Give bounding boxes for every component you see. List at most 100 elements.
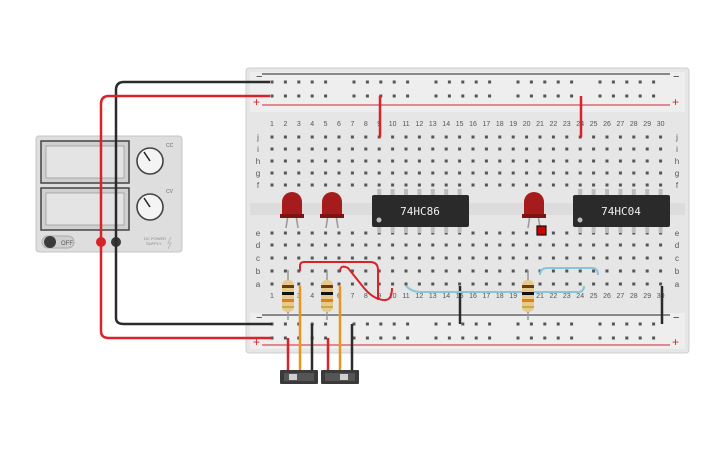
column-number: 23 [563, 293, 571, 300]
column-number: 30 [657, 121, 665, 128]
row-letter: j [675, 133, 678, 142]
column-number: 30 [657, 293, 665, 300]
column-number: 16 [469, 121, 477, 128]
lightning-icon [167, 236, 172, 250]
row-letter: d [675, 241, 679, 250]
wire-red-top-rail[interactable] [99, 94, 270, 242]
column-number: 22 [550, 293, 558, 300]
brand-line1: DC POWER [144, 236, 166, 241]
power-supply[interactable]: CC CV OFF DC POWER SUPPLY [35, 135, 183, 253]
rail-plus-label-bottom-right: + [672, 335, 679, 349]
rail-minus-label-bottom-right: − [673, 312, 679, 324]
row-letter: g [675, 169, 679, 178]
wire-black-bottom-rail[interactable] [114, 242, 272, 326]
column-number: 3 [297, 121, 301, 128]
column-number: 2 [283, 121, 287, 128]
led-2[interactable] [320, 192, 344, 229]
slide-switch-2[interactable] [321, 370, 359, 384]
column-number: 25 [590, 293, 598, 300]
row-letter: b [675, 267, 680, 276]
column-number: 27 [617, 293, 625, 300]
column-number: 19 [509, 121, 517, 128]
column-number: 1 [270, 121, 274, 128]
column-number: 20 [523, 121, 531, 128]
wire-red-bottom-rail[interactable] [99, 242, 272, 340]
column-number: 25 [590, 121, 598, 128]
column-number: 26 [603, 121, 611, 128]
column-number: 6 [337, 121, 341, 128]
wire-blue-signal-3[interactable] [530, 285, 585, 293]
column-number: 9 [377, 293, 381, 300]
resistor-3[interactable] [522, 270, 534, 320]
row-letter: h [675, 157, 679, 166]
column-number: 22 [550, 121, 558, 128]
rail-minus-label-bottom-left: − [256, 312, 262, 324]
row-letter: f [257, 181, 260, 190]
current-knob[interactable] [136, 147, 164, 175]
column-number: 10 [389, 293, 397, 300]
column-number: 1 [270, 293, 274, 300]
row-letter: h [256, 157, 260, 166]
column-number: 21 [536, 293, 544, 300]
knob2-label: CV [166, 189, 174, 195]
column-number: 12 [416, 293, 424, 300]
chip1-label: 74HC86 [400, 205, 440, 218]
row-letter: e [675, 229, 680, 238]
power-switch[interactable]: OFF [41, 235, 75, 249]
column-number: 29 [643, 293, 651, 300]
column-number: 17 [483, 293, 491, 300]
wire-red-signal-1[interactable] [299, 261, 379, 300]
row-letter: a [675, 280, 680, 289]
selection-marker[interactable] [536, 225, 547, 236]
column-number: 7 [350, 121, 354, 128]
column-number: 10 [389, 121, 397, 128]
off-label: OFF [61, 241, 73, 247]
row-letter: a [256, 280, 261, 289]
chip2-label: 74HC04 [601, 205, 641, 218]
breadboard-holes[interactable] [270, 80, 663, 340]
row-letter: c [675, 254, 679, 263]
row-letter: e [256, 229, 261, 238]
slide-switch-1[interactable] [280, 370, 318, 384]
column-number: 17 [483, 121, 491, 128]
row-letter: i [257, 145, 259, 154]
resistor-2[interactable] [321, 270, 333, 320]
column-number: 21 [536, 121, 544, 128]
rail-plus-label-top-right: + [672, 95, 679, 109]
row-letter: d [256, 241, 260, 250]
row-letter: b [256, 267, 261, 276]
column-number: 13 [429, 293, 437, 300]
row-letter: c [256, 254, 260, 263]
column-number: 11 [402, 293, 409, 300]
resistor-1[interactable] [282, 270, 294, 320]
column-number: 11 [402, 121, 409, 128]
chip-74hc86[interactable]: 74HC86 [372, 189, 469, 233]
wire-black-top-rail[interactable] [114, 80, 270, 242]
row-letter: i [676, 145, 678, 154]
rail-minus-label-top-left: − [256, 71, 262, 83]
column-number: 28 [630, 293, 638, 300]
wire-blue-signal-2[interactable] [539, 267, 599, 276]
rail-plus-label-top-left: + [253, 95, 260, 109]
column-number: 12 [416, 121, 424, 128]
column-number: 28 [630, 121, 638, 128]
knob1-label: CC [166, 143, 174, 149]
rail-plus-label-bottom-left: + [253, 335, 260, 349]
column-number: 19 [509, 293, 517, 300]
column-number: 15 [456, 121, 464, 128]
column-number: 18 [496, 293, 504, 300]
column-number: 7 [350, 293, 354, 300]
column-number: 4 [310, 121, 314, 128]
wire-red-signal-2[interactable] [339, 265, 393, 302]
column-number: 24 [576, 293, 584, 300]
column-number: 14 [442, 121, 450, 128]
column-number: 13 [429, 121, 437, 128]
led-1[interactable] [280, 192, 304, 229]
led-3[interactable] [522, 192, 546, 229]
voltage-knob[interactable] [136, 193, 164, 221]
chip-74hc04[interactable]: 74HC04 [573, 189, 670, 233]
column-number: 18 [496, 121, 504, 128]
column-number: 5 [324, 121, 328, 128]
